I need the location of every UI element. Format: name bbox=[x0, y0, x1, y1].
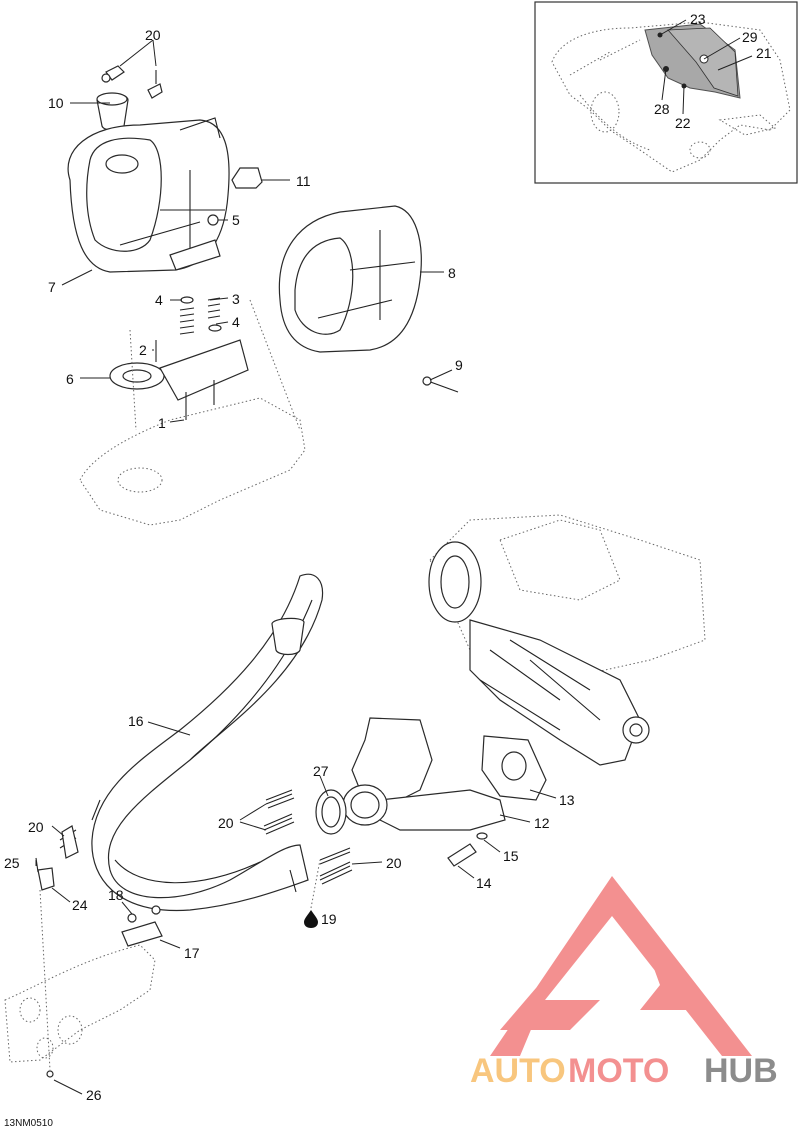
callout-20: 20 bbox=[28, 819, 44, 835]
callout-22: 22 bbox=[675, 115, 691, 131]
callout-25: 25 bbox=[4, 855, 20, 871]
callout-29: 29 bbox=[742, 29, 758, 45]
callout-8: 8 bbox=[448, 265, 456, 281]
callout-20: 20 bbox=[145, 27, 161, 43]
pipe-support-bracket bbox=[4, 825, 163, 1078]
callout-18: 18 bbox=[108, 887, 124, 903]
callout-20: 20 bbox=[386, 855, 402, 871]
callout-21: 21 bbox=[756, 45, 772, 61]
callout-14: 14 bbox=[476, 875, 492, 891]
callout-12: 12 bbox=[534, 815, 550, 831]
leader-lines bbox=[35, 39, 557, 1095]
oil-drop-icon bbox=[304, 910, 318, 928]
air-silencer-assembly bbox=[67, 65, 459, 526]
callout-4: 4 bbox=[232, 314, 240, 330]
watermark-logo: AUTO MOTO HUB bbox=[470, 876, 778, 1090]
inset-detail bbox=[534, 1, 798, 184]
watermark-triangle-icon bbox=[490, 876, 752, 1056]
callout-27: 27 bbox=[313, 763, 329, 779]
callout-4: 4 bbox=[155, 292, 163, 308]
callout-1: 1 bbox=[158, 415, 166, 431]
callout-23: 23 bbox=[690, 11, 706, 27]
engine-outline bbox=[428, 514, 706, 766]
callout-26: 26 bbox=[86, 1087, 102, 1103]
watermark-text-moto: MOTO bbox=[568, 1052, 669, 1090]
watermark-text-hub: HUB bbox=[704, 1052, 778, 1090]
callout-7: 7 bbox=[48, 279, 56, 295]
callout-2: 2 bbox=[139, 342, 147, 358]
callout-24: 24 bbox=[72, 897, 88, 913]
callout-9: 9 bbox=[455, 357, 463, 373]
callout-3: 3 bbox=[232, 291, 240, 307]
drawing-code: 13NM0510 bbox=[4, 1118, 53, 1129]
callout-15: 15 bbox=[503, 848, 519, 864]
callout-10: 10 bbox=[48, 95, 64, 111]
callout-17: 17 bbox=[184, 945, 200, 961]
callout-5: 5 bbox=[232, 212, 240, 228]
callout-6: 6 bbox=[66, 371, 74, 387]
callout-28: 28 bbox=[654, 101, 670, 117]
watermark-text-auto: AUTO bbox=[470, 1052, 566, 1090]
callout-13: 13 bbox=[559, 792, 575, 808]
callout-11: 11 bbox=[296, 173, 311, 189]
callout-16: 16 bbox=[128, 713, 144, 729]
callout-labels: 20 10 11 5 7 8 4 3 4 2 6 9 1 23 29 21 28… bbox=[4, 11, 772, 1129]
callout-19: 19 bbox=[321, 911, 337, 927]
callout-20: 20 bbox=[218, 815, 234, 831]
exhaust-assembly bbox=[91, 573, 547, 928]
